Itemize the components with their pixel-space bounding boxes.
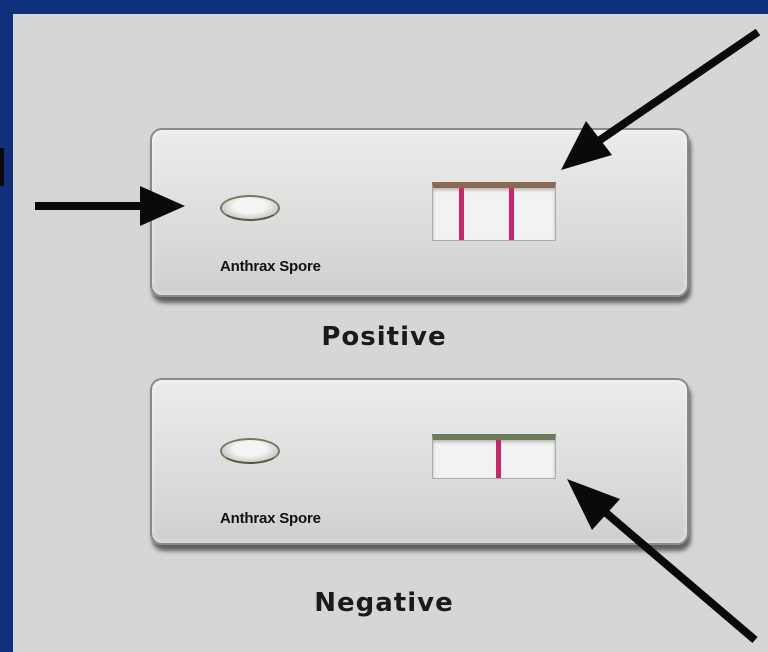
test-line (509, 188, 514, 240)
control-line (496, 440, 501, 478)
caption-negative: Negative (314, 588, 454, 618)
caption-positive: Positive (321, 322, 447, 352)
sample-well (220, 438, 280, 464)
arrow-to-negative-result (567, 479, 758, 644)
result-window (432, 182, 556, 241)
result-window (432, 434, 556, 479)
cassette-label: Anthrax Spore (220, 258, 321, 275)
left-edge-mark (0, 148, 4, 186)
arrow-to-sample-well (35, 186, 185, 226)
arrow-to-positive-result (561, 28, 761, 170)
control-line (459, 188, 464, 240)
sample-well (220, 195, 280, 221)
cassette-label: Anthrax Spore (220, 510, 321, 527)
